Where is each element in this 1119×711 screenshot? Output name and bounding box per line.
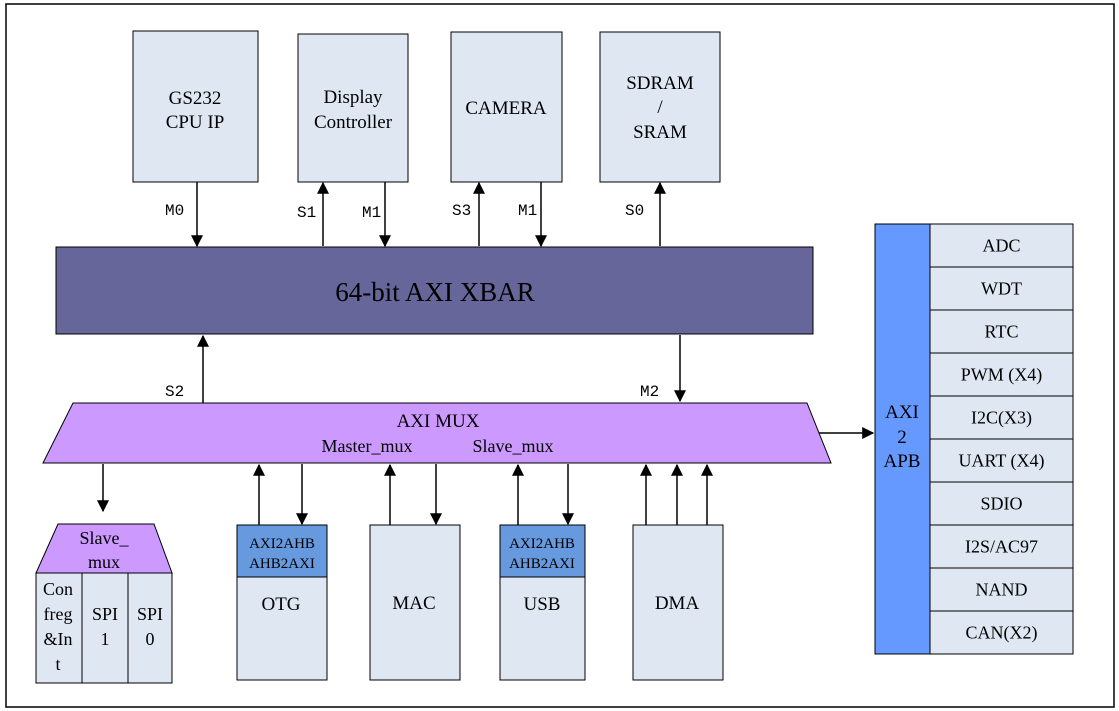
label-s3: S3 — [452, 202, 471, 220]
apb-label-1: AXI — [885, 402, 919, 423]
label-s0: S0 — [625, 202, 644, 220]
cpu-ip-block: GS232 CPU IP — [132, 30, 259, 183]
apb-item-i2c-x3: I2C(X3) — [971, 408, 1032, 429]
spi0-label-1: SPI — [137, 604, 163, 624]
axi2apb-bridge: AXI 2 APB — [874, 223, 931, 655]
sdram-block: SDRAM / SRAM — [599, 31, 721, 183]
apb-cell-adc — [929, 223, 1074, 268]
cpu-ip-label-1: GS232 — [169, 88, 222, 109]
master-mux-label: Master_mux — [322, 436, 413, 456]
otg-bridge-2: AHB2AXI — [249, 556, 315, 572]
xbar-mux-connections — [197, 334, 686, 403]
apb-cell-rtc — [929, 309, 1074, 354]
apb-cell-i2c-x3 — [929, 395, 1074, 440]
apb-item-adc: ADC — [982, 236, 1020, 256]
slave-mux-label: Slave_mux — [473, 436, 554, 456]
display-label-1: Display — [323, 87, 383, 108]
top-port-labels: M0 S1 M1 S3 M1 S0 — [165, 202, 644, 222]
confreg-label-4: t — [55, 654, 60, 674]
apb-item-i2s-ac97: I2S/AC97 — [965, 537, 1038, 557]
label-m0: M0 — [165, 202, 184, 220]
apb-cell-i2s-ac97 — [929, 524, 1074, 569]
dma-block: DMA — [632, 524, 724, 681]
confreg-label-3: &In — [44, 629, 73, 649]
apb-label-3: APB — [884, 451, 921, 472]
otg-label: OTG — [261, 594, 300, 615]
slave-mux-small-2: mux — [88, 552, 120, 572]
apb-cell-uart-x4 — [929, 438, 1074, 483]
apb-item-wdt: WDT — [981, 279, 1022, 299]
dma-label: DMA — [655, 593, 700, 614]
slave-mux-small-1: Slave_ — [80, 528, 130, 548]
label-camera-m1: M1 — [518, 202, 537, 220]
label-display-m1: M1 — [362, 204, 381, 222]
axi-mux-title: AXI MUX — [397, 411, 480, 432]
apb-cell-wdt — [929, 266, 1074, 311]
sdram-label-1: SDRAM — [626, 73, 694, 94]
cpu-ip-label-2: CPU IP — [166, 112, 225, 133]
camera-block: CAMERA — [450, 31, 563, 183]
axi-mux: AXI MUX Master_mux Slave_mux — [42, 402, 832, 464]
apb-cell-pwm-x4 — [929, 352, 1074, 397]
apb-item-pwm-x4: PWM (X4) — [961, 365, 1043, 386]
label-s2: S2 — [165, 383, 184, 401]
apb-item-sdio: SDIO — [980, 494, 1022, 514]
sdram-label-2: / — [657, 97, 663, 118]
usb-block: AXI2AHB AHB2AXI USB — [499, 524, 586, 681]
spi-group: Con freg &In t SPI 1 SPI 0 — [35, 572, 173, 684]
label-m2: M2 — [640, 383, 659, 401]
confreg-label-1: Con — [43, 579, 73, 599]
display-label-2: Controller — [314, 112, 393, 133]
label-s1: S1 — [297, 204, 316, 222]
apb-cell-sdio — [929, 481, 1074, 526]
camera-label: CAMERA — [465, 98, 547, 119]
spi1-label-2: 1 — [101, 629, 110, 649]
sdram-label-3: SRAM — [633, 122, 687, 143]
spi0-label-2: 0 — [146, 629, 155, 649]
otg-bridge-1: AXI2AHB — [249, 536, 315, 552]
confreg-label-2: freg — [44, 604, 73, 624]
axi-xbar: 64-bit AXI XBAR — [55, 246, 814, 335]
small-slave-mux: Slave_ mux — [35, 523, 173, 574]
apb-label-2: 2 — [897, 427, 907, 448]
top-connections — [191, 181, 666, 248]
spi1-label-1: SPI — [92, 604, 118, 624]
otg-block: AXI2AHB AHB2AXI OTG — [236, 524, 328, 681]
mux-down-connections — [97, 463, 713, 526]
usb-bridge-2: AHB2AXI — [509, 556, 575, 572]
apb-item-uart-x4: UART (X4) — [958, 451, 1044, 472]
mac-block: MAC — [369, 524, 461, 681]
apb-item-rtc: RTC — [985, 322, 1019, 342]
apb-item-can-x2: CAN(X2) — [966, 623, 1038, 644]
apb-peripheral-list: ADC WDT RTC PWM (X4) I2C(X3) UART (X4) SDIO I2S… — [929, 223, 1074, 655]
apb-item-nand: NAND — [976, 580, 1028, 600]
apb-cell-can-x2 — [929, 610, 1074, 655]
usb-label: USB — [524, 594, 561, 615]
xbar-label: 64-bit AXI XBAR — [335, 277, 535, 307]
usb-bridge-1: AXI2AHB — [509, 536, 575, 552]
mac-label: MAC — [392, 593, 435, 614]
display-controller-block: Display Controller — [297, 33, 409, 183]
